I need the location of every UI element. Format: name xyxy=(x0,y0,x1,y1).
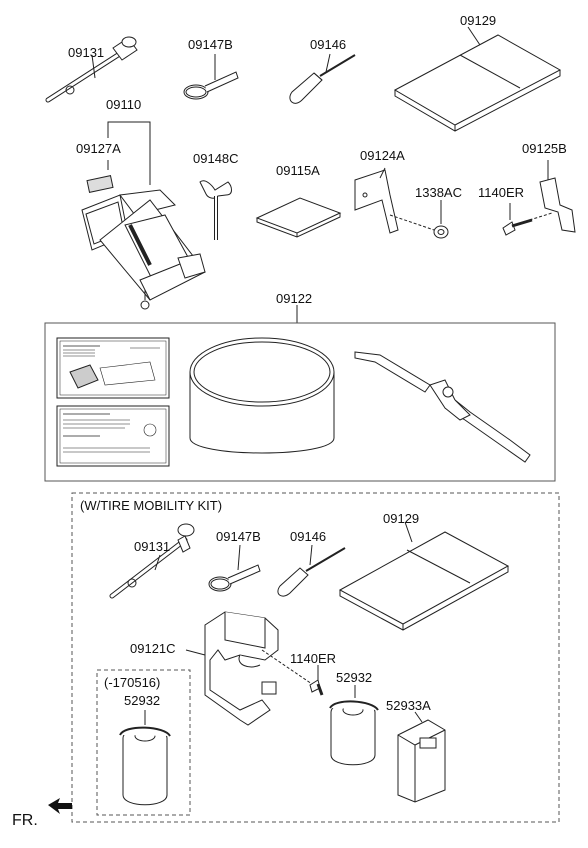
callout-09147B: 09147B xyxy=(188,37,233,52)
kit-bracket-09121C xyxy=(185,611,279,726)
jack-assembly-leaders xyxy=(107,121,151,185)
sub-compressor-52932 xyxy=(119,710,171,806)
kit-callout-09147B: 09147B xyxy=(216,529,261,544)
screwdriver-09146 xyxy=(289,53,356,104)
belt-strap xyxy=(354,351,531,463)
kit-callout-09129: 09129 xyxy=(383,511,420,526)
pad-09115A xyxy=(255,197,342,238)
instruction-label-1 xyxy=(56,337,170,399)
callout-1338AC: 1338AC xyxy=(415,185,462,200)
callout-09129: 09129 xyxy=(460,13,497,28)
tow-hook-09147B xyxy=(183,54,239,100)
kit-callout-09146: 09146 xyxy=(290,529,327,544)
bracket-09125B xyxy=(539,160,576,233)
scissor-jack xyxy=(81,189,206,310)
kit-callout-09121C: 09121C xyxy=(130,641,176,656)
tool-tray-09129 xyxy=(393,26,562,132)
mobility-kit-frame xyxy=(71,492,560,823)
kit-compressor-52932 xyxy=(329,685,379,766)
kit-wheel-wrench xyxy=(109,523,195,599)
nut-1338AC xyxy=(433,200,449,239)
kit-tool-tray xyxy=(338,521,510,631)
kit-screwdriver xyxy=(277,544,346,597)
front-direction-label: FR. xyxy=(12,812,38,829)
label-plate-09127A xyxy=(86,175,114,193)
kit-title: (W/TIRE MOBILITY KIT) xyxy=(80,498,223,513)
kit-callout-09131: 09131 xyxy=(134,539,171,554)
kit-callout-1140ER: 1140ER xyxy=(290,651,337,666)
kit-tow-hook xyxy=(208,544,261,592)
kit-callout-52933A: 52933A xyxy=(386,698,431,713)
tire-cover-box xyxy=(44,322,556,482)
callout-09131: 09131 xyxy=(68,45,105,60)
instruction-label-2 xyxy=(56,405,170,467)
callout-09127A: 09127A xyxy=(76,141,121,156)
callout-09115A: 09115A xyxy=(276,163,320,178)
callout-09148C: 09148C xyxy=(193,151,239,166)
callout-1140ER: 1140ER xyxy=(478,185,525,200)
front-direction-arrow-icon xyxy=(48,798,72,814)
callout-09124A: 09124A xyxy=(360,148,405,163)
kit-bolt-1140ER xyxy=(261,649,324,696)
callout-09122: 09122 xyxy=(276,291,313,306)
kit-callout-52932: 52932 xyxy=(336,670,373,685)
bracket-09124A xyxy=(354,167,441,234)
tire-cover-cylinder xyxy=(189,337,335,454)
sub-callout-52932: 52932 xyxy=(124,693,161,708)
sub-variant-title: (-170516) xyxy=(104,675,161,690)
callout-09110: 09110 xyxy=(106,97,142,112)
sealant-52933A xyxy=(397,711,446,803)
callout-09125B: 09125B xyxy=(522,141,567,156)
bolt-1140ER xyxy=(502,203,553,236)
wing-bolt-09148C xyxy=(199,180,232,240)
callout-09146: 09146 xyxy=(310,37,347,52)
wheel-wrench-09131 xyxy=(45,36,138,103)
